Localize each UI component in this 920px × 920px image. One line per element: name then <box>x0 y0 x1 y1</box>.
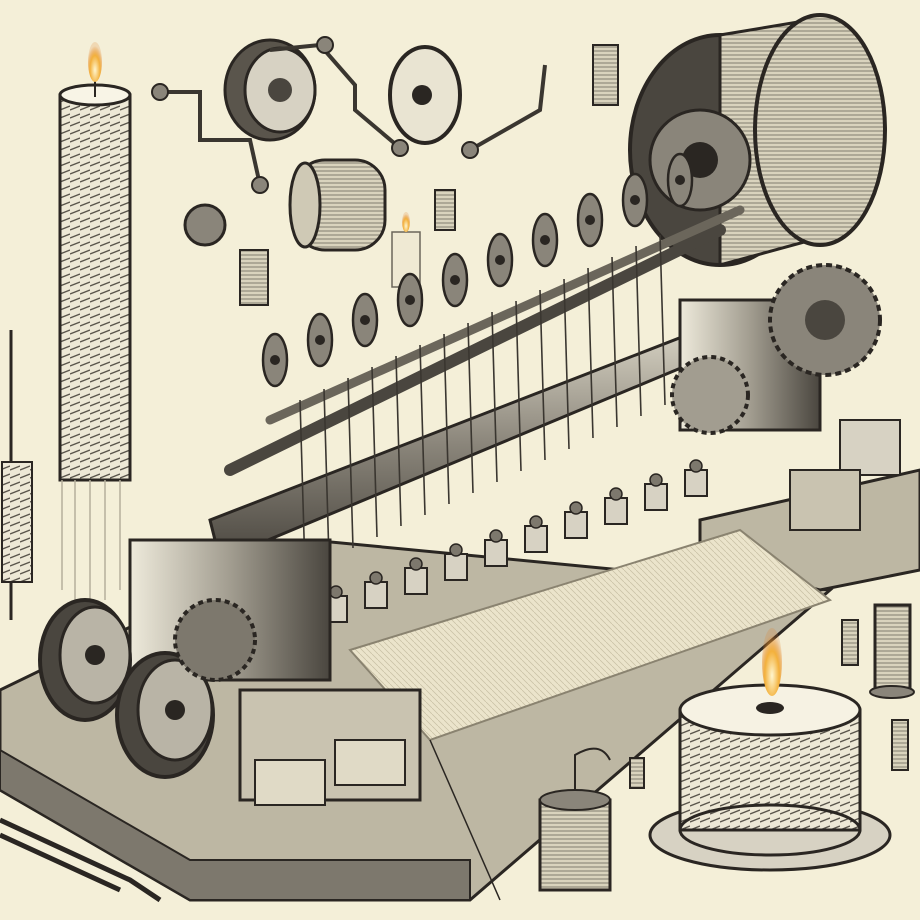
needle-row <box>299 234 666 571</box>
wick-thread <box>515 300 522 472</box>
clamp-block <box>484 539 508 567</box>
bobbin-icon <box>239 249 269 306</box>
wick-thread <box>467 322 474 494</box>
bobbin-icon <box>592 44 619 106</box>
large-wick-spool-icon <box>628 13 887 267</box>
left-drive <box>38 538 422 806</box>
wick-thread <box>323 388 330 560</box>
clamp-block <box>604 497 628 525</box>
wick-thread <box>587 267 594 439</box>
bobbin-icons-right <box>629 603 915 789</box>
wick-thread <box>395 355 402 527</box>
wick-thread <box>443 333 450 505</box>
thread-spool-icon <box>288 158 387 252</box>
wick-thread <box>491 311 498 483</box>
roller-row <box>261 152 694 388</box>
wick-thread <box>371 366 378 538</box>
wick-thread <box>611 256 618 428</box>
clamp-block <box>564 511 588 539</box>
wick-thread <box>419 344 426 516</box>
tweezers-icon <box>0 817 162 903</box>
gearbox <box>670 263 901 531</box>
clamp-block <box>684 469 708 497</box>
clamp-block <box>404 567 428 595</box>
bobbin-icon <box>434 189 456 231</box>
wick-thread <box>563 278 570 450</box>
wick-thread <box>659 234 666 406</box>
gear-icon <box>670 355 750 435</box>
small-gear-icon <box>183 203 227 247</box>
linkage-rods <box>160 42 547 186</box>
wick-thread <box>635 245 642 417</box>
tall-candle-icon <box>58 42 132 610</box>
pivot-knobs <box>151 36 479 194</box>
wick-thread <box>347 377 354 549</box>
thread-bobbin-icon <box>538 747 612 892</box>
candle-wick-roll-icon <box>648 628 892 872</box>
clamp-block <box>364 581 388 609</box>
clamp-block <box>644 483 668 511</box>
clamp-block <box>524 525 548 553</box>
roller-icon <box>223 38 317 142</box>
clamp-block <box>444 553 468 581</box>
reel-icon <box>388 45 462 145</box>
upper-shaft <box>224 224 726 476</box>
wick-thread <box>539 289 546 461</box>
wick-coil-icon <box>1 461 33 583</box>
gear-icon <box>173 598 257 682</box>
